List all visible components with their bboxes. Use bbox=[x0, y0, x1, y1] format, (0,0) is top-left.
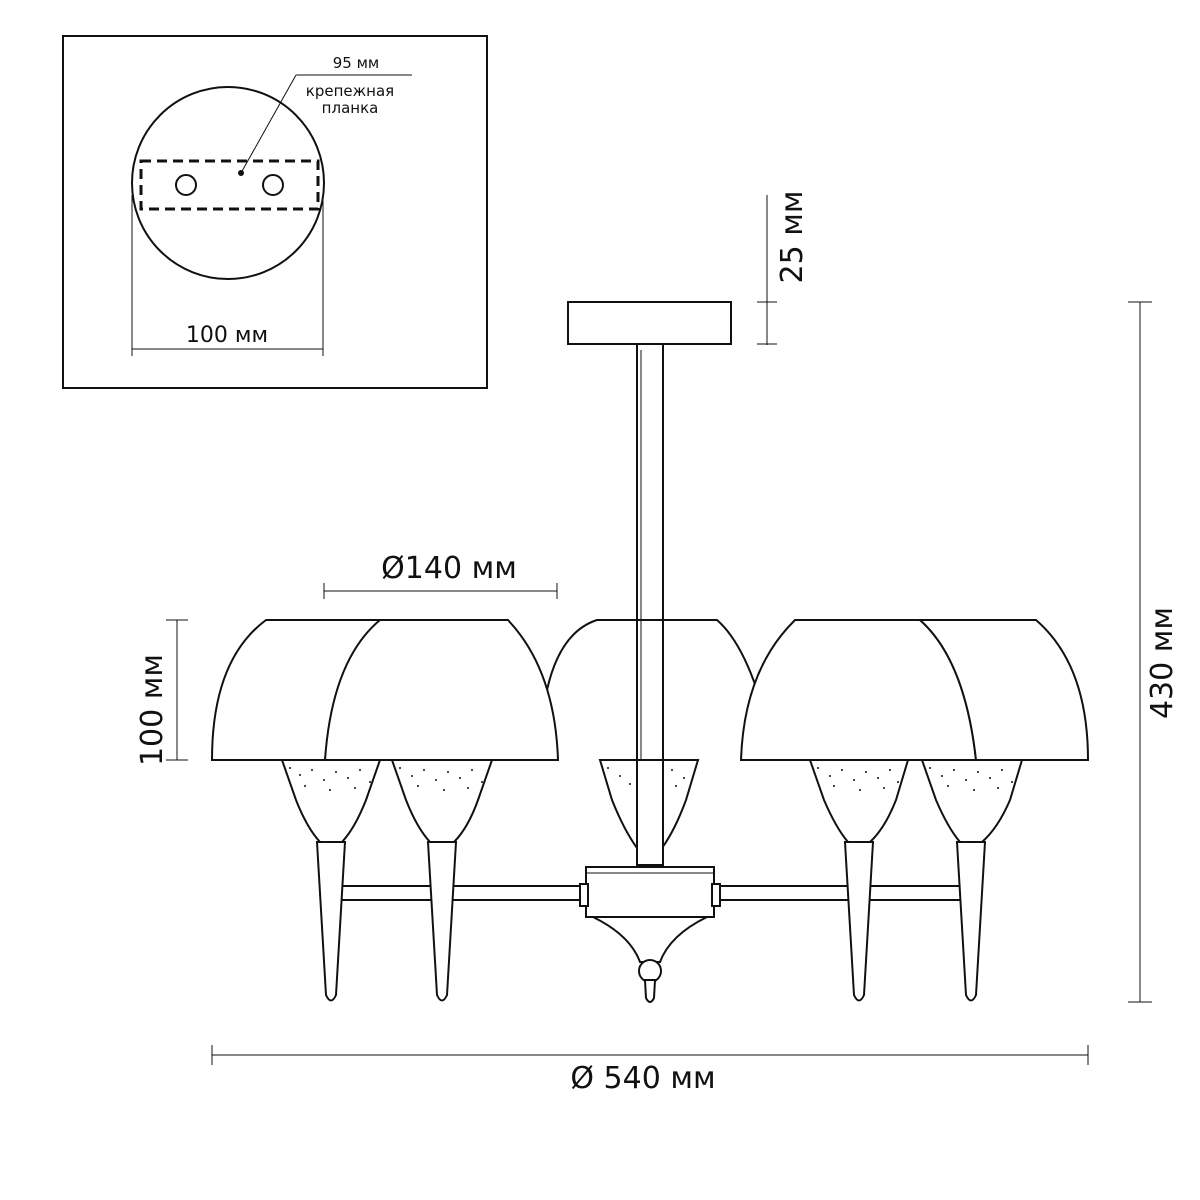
finial-ball bbox=[638, 959, 662, 983]
hub-cap-right bbox=[711, 883, 721, 907]
inset-diameter-label: 100 мм bbox=[186, 323, 268, 348]
lamp bbox=[210, 301, 1090, 1003]
inset-frame bbox=[62, 35, 488, 389]
ceiling-plate-circle bbox=[131, 86, 325, 280]
spike-1 bbox=[315, 841, 347, 1002]
hub-cap-left bbox=[579, 883, 589, 907]
shade-left-front bbox=[323, 619, 560, 761]
spike-4 bbox=[955, 841, 987, 1002]
hub bbox=[585, 866, 715, 918]
center-finial bbox=[643, 979, 657, 1003]
shade-diameter-label: Ø140 мм bbox=[381, 551, 517, 586]
cup-4 bbox=[920, 759, 1024, 843]
cup-1 bbox=[280, 759, 382, 843]
shade-right-front bbox=[917, 619, 1090, 761]
dimensions: 25 мм 430 мм Ø140 мм 100 мм Ø 540 мм bbox=[135, 191, 1180, 1096]
bar-width-label: 95 мм bbox=[333, 54, 380, 72]
screw-hole-right bbox=[262, 174, 284, 196]
canopy bbox=[567, 301, 732, 345]
total-height-label: 430 мм bbox=[1145, 607, 1180, 719]
glass-speckles bbox=[289, 767, 1013, 791]
cup-3 bbox=[808, 759, 910, 843]
rod-front bbox=[636, 759, 664, 866]
total-diameter-label: Ø 540 мм bbox=[570, 1061, 715, 1096]
canopy-height-label: 25 мм bbox=[775, 191, 810, 284]
mounting-inset: 95 мм крепежная планка 100 мм bbox=[62, 35, 488, 389]
plate-label-line2: планка bbox=[322, 99, 379, 117]
spike-2 bbox=[426, 841, 458, 1002]
leader-line bbox=[240, 74, 297, 174]
shade-height-label: 100 мм bbox=[135, 654, 170, 766]
hub-bottom bbox=[592, 916, 708, 963]
screw-hole-left bbox=[175, 174, 197, 196]
plate-label-line1: крепежная bbox=[306, 82, 394, 100]
shade-center bbox=[546, 619, 758, 691]
spike-3 bbox=[843, 841, 875, 1002]
cup-2 bbox=[390, 759, 494, 843]
mounting-bar bbox=[139, 159, 320, 211]
